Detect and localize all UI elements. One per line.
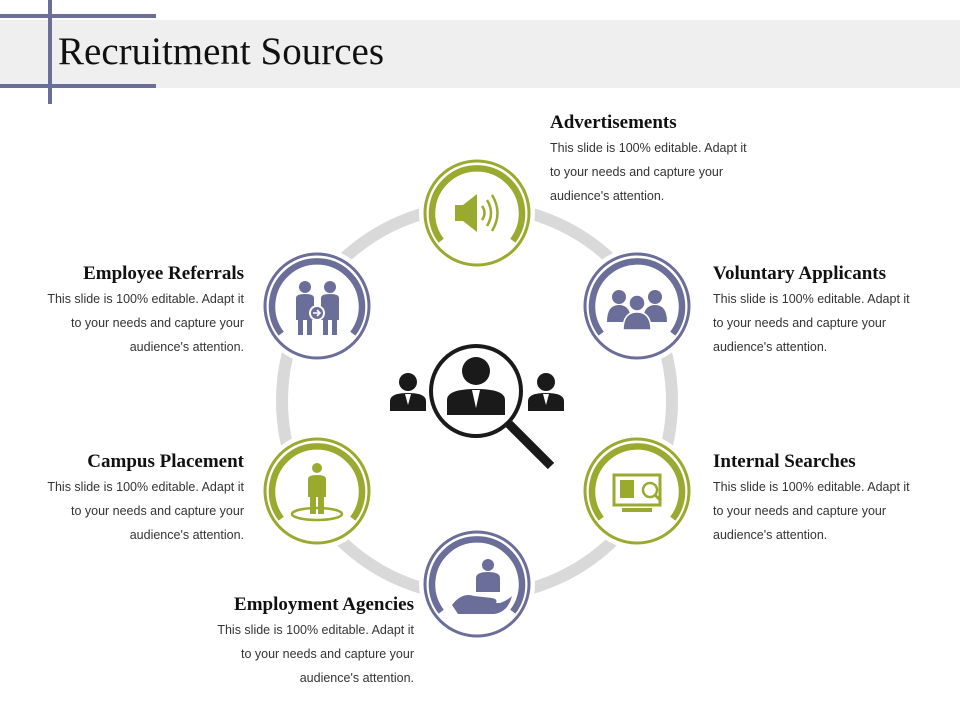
candidate-search-magnifier-icon [390, 344, 564, 470]
source-campus-placement: Campus Placement This slide is 100% edit… [4, 451, 244, 547]
source-employment-agencies: Employment Agencies This slide is 100% e… [174, 594, 414, 690]
person-center-icon [447, 357, 505, 415]
source-description: This slide is 100% editable. Adapt it to… [713, 287, 953, 359]
source-heading: Internal Searches [713, 451, 856, 472]
description-line: This slide is 100% editable. Adapt it [217, 623, 414, 637]
source-advertisements: Advertisements This slide is 100% editab… [550, 112, 790, 208]
source-heading: Voluntary Applicants [713, 263, 886, 284]
source-internal-searches: Internal Searches This slide is 100% edi… [713, 451, 953, 547]
person-on-hand-icon [452, 559, 512, 614]
title-accent-vertical [48, 0, 52, 104]
person-left-icon [390, 373, 426, 411]
node-voluntary-applicants [579, 248, 695, 364]
source-heading: Campus Placement [87, 451, 244, 472]
title-accent-horizontal-bottom [0, 84, 156, 88]
description-line: to your needs and capture your [713, 504, 887, 518]
description-line: This slide is 100% editable. Adapt it [713, 480, 910, 494]
source-description: This slide is 100% editable. Adapt it to… [174, 618, 414, 690]
description-line: audience's attention. [299, 671, 414, 685]
group-of-people-icon [607, 290, 667, 331]
description-line: This slide is 100% editable. Adapt it [47, 480, 244, 494]
source-voluntary-applicants: Voluntary Applicants This slide is 100% … [713, 263, 953, 359]
source-description: This slide is 100% editable. Adapt it to… [550, 136, 790, 208]
title-band [0, 20, 960, 88]
source-employee-referrals: Employee Referrals This slide is 100% ed… [4, 263, 244, 359]
source-description: This slide is 100% editable. Adapt it to… [4, 475, 244, 547]
description-line: audience's attention. [129, 528, 244, 542]
monitor-search-profile-icon [612, 473, 663, 512]
source-description: This slide is 100% editable. Adapt it to… [4, 287, 244, 359]
description-line: to your needs and capture your [240, 647, 414, 661]
description-line: audience's attention. [129, 340, 244, 354]
speaker-icon [455, 194, 499, 232]
node-campus-placement [259, 433, 375, 549]
node-employee-referrals [259, 248, 375, 364]
node-internal-searches [579, 433, 695, 549]
source-heading: Employee Referrals [83, 263, 244, 284]
description-line: audience's attention. [550, 189, 665, 203]
person-on-spot-icon [290, 463, 344, 522]
source-heading: Employment Agencies [234, 594, 414, 615]
description-line: This slide is 100% editable. Adapt it [550, 141, 747, 155]
description-line: audience's attention. [713, 528, 828, 542]
source-heading: Advertisements [550, 112, 677, 133]
title-accent-horizontal-top [0, 14, 156, 18]
description-line: audience's attention. [713, 340, 828, 354]
description-line: This slide is 100% editable. Adapt it [47, 292, 244, 306]
node-employment-agencies [419, 526, 535, 642]
source-description: This slide is 100% editable. Adapt it to… [713, 475, 953, 547]
page-title: Recruitment Sources [58, 30, 384, 73]
description-line: This slide is 100% editable. Adapt it [713, 292, 910, 306]
two-people-referral-icon [296, 281, 339, 335]
node-advertisements [419, 155, 535, 271]
description-line: to your needs and capture your [713, 316, 887, 330]
description-line: to your needs and capture your [70, 316, 244, 330]
person-right-icon [528, 373, 564, 411]
description-line: to your needs and capture your [550, 165, 724, 179]
description-line: to your needs and capture your [70, 504, 244, 518]
